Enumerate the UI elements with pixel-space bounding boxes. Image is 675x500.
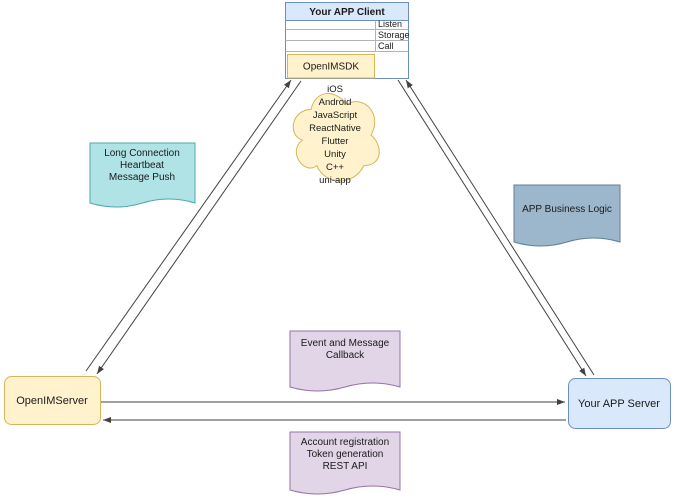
client-title: Your APP Client (309, 7, 385, 18)
platforms-cloud (292, 93, 380, 182)
openimserver-label: OpenIMServer (16, 395, 88, 407)
appserver-node: Your APP Server (568, 378, 671, 429)
appserver-label: Your APP Server (578, 398, 660, 410)
note-rest-api (289, 431, 401, 495)
edges (85, 79, 595, 423)
note-line: Long Connection (104, 148, 180, 159)
note-event-callback (289, 330, 401, 392)
note-line: Callback (326, 350, 365, 361)
client-header (285, 2, 409, 21)
note-line: Message Push (109, 172, 175, 183)
edge-client-to-openimserver (96, 80, 302, 375)
note-event-callback-shape (289, 330, 401, 392)
client-port-listen: Listen (378, 19, 402, 29)
platform-label: C++ (326, 162, 344, 173)
note-long-connection-shape (89, 142, 196, 208)
note-long-connection (89, 142, 196, 208)
note-line: APP Business Logic (522, 204, 612, 215)
edge-openimserver-to-client (85, 79, 292, 372)
openimserver-node: OpenIMServer (4, 376, 101, 425)
appserver-box (568, 378, 671, 429)
note-line: Heartbeat (120, 160, 164, 171)
note-line: Account registration (301, 437, 389, 448)
edge-client-to-appserver (397, 79, 587, 377)
platform-label: iOS (327, 84, 343, 95)
edge-appserver-to-client (405, 79, 595, 376)
cloud-shape (292, 93, 380, 182)
note-line: REST API (323, 461, 368, 472)
openimserver-box (4, 376, 101, 425)
platform-label: Flutter (322, 136, 349, 147)
note-rest-api-shape (289, 431, 401, 495)
openimsdk-label: OpenIMSDK (303, 62, 359, 73)
client-port-call: Call (378, 41, 394, 51)
platform-label: ReactNative (309, 123, 361, 134)
openimsdk-box (287, 54, 375, 79)
note-line: Event and Message (301, 338, 390, 349)
note-app-business-logic-shape (513, 184, 621, 247)
platform-label: Android (319, 97, 352, 108)
note-line: Token generation (307, 449, 384, 460)
platform-label: uni-app (319, 175, 351, 186)
platform-label: Unity (324, 149, 346, 160)
note-app-business-logic (513, 184, 621, 247)
platform-label: JavaScript (313, 110, 358, 121)
client-node: Your APP Client Listen Storage Call Open… (285, 2, 410, 79)
client-port-storage: Storage (378, 30, 410, 40)
